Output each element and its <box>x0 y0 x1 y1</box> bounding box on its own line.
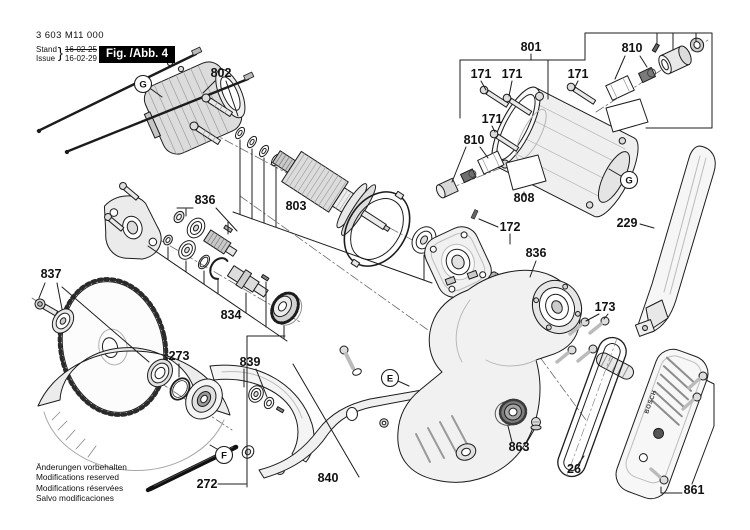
revision-date-new: 16-02-29 <box>64 53 97 63</box>
revision-brace: } <box>57 45 63 63</box>
ref-letter-circle <box>619 170 639 190</box>
brush-set-left <box>435 150 547 199</box>
part-label-836-11: 836 <box>195 193 216 207</box>
part-label-171-3: 171 <box>471 67 492 81</box>
ref-letter-circle <box>133 74 153 94</box>
screws-171 <box>479 82 597 152</box>
blade-bolt-837 <box>34 298 75 334</box>
issue-label: Issue <box>36 53 56 63</box>
legal-line-de: Änderungen vorbehalten <box>36 462 127 472</box>
part-label-803-9: 803 <box>286 199 307 213</box>
bearing-set-839 <box>248 385 285 414</box>
part-label-171-6: 171 <box>482 112 503 126</box>
leader-lines <box>38 32 715 494</box>
part-label-808-8: 808 <box>514 191 535 205</box>
part-label-837-14: 837 <box>41 267 62 281</box>
saw-blade <box>57 277 169 417</box>
revision-block: Stand Issue } 16-02-25 16-02-29 <box>36 45 104 63</box>
gear-arm-housing <box>397 269 583 483</box>
ref-letter-text: G <box>625 175 632 186</box>
gear-set-836 <box>173 210 238 257</box>
bearing-flange <box>103 195 162 260</box>
part-label-801-1: 801 <box>521 40 542 54</box>
brush-set-right <box>605 37 705 133</box>
screws-802 <box>189 93 234 145</box>
ref-letter-E-2: E <box>380 368 400 388</box>
part-label-863-19: 863 <box>509 440 530 454</box>
ref-letter-text: F <box>221 450 227 461</box>
legal-line-fr: Modifications réservées <box>36 482 124 493</box>
ref-letter-text: G <box>139 79 146 90</box>
ref-letter-G-1: G <box>619 170 639 190</box>
part-labels-layer: 802 801 810 171 171 171 171 810 808 803 172 836 836 2… <box>41 40 705 497</box>
field-stator <box>143 59 246 156</box>
ref-letter-text: E <box>387 373 393 384</box>
ref-letter-circle <box>380 368 400 388</box>
ref-letter-G-0: G <box>133 74 153 94</box>
part-label-272-22: 272 <box>197 477 218 491</box>
movable-blade-guard <box>37 347 285 475</box>
part-label-810-2: 810 <box>622 41 643 55</box>
drive-belt <box>557 336 627 478</box>
pulley-863 <box>494 398 528 426</box>
part-label-26-20: 26 <box>567 462 581 476</box>
part-label-810-7: 810 <box>464 133 485 147</box>
document-part-number: 3 603 M11 000 <box>36 30 104 41</box>
stand-label: Stand <box>36 45 57 54</box>
armature <box>272 150 391 236</box>
part-label-840-21: 840 <box>318 471 339 485</box>
part-label-172-10: 172 <box>500 220 521 234</box>
ref-letter-F-3: F <box>214 445 234 465</box>
ref-letters-layer: G G E F <box>133 74 639 465</box>
belt-cover-861 <box>615 348 709 500</box>
part-label-171-5: 171 <box>568 67 589 81</box>
spindle-set-834 <box>163 234 303 326</box>
pin-172 <box>470 209 479 220</box>
part-label-834-15: 834 <box>221 308 242 322</box>
part-label-836-12: 836 <box>526 246 547 260</box>
field-lead-wires <box>36 46 255 155</box>
part-label-229-13: 229 <box>617 216 638 230</box>
handle-lever-229 <box>634 145 716 337</box>
pulley-screw <box>530 417 542 431</box>
figure-label: Fig. /Abb. 4 <box>99 46 175 63</box>
inner-blade-flange <box>147 358 173 388</box>
part-label-273-17: 273 <box>169 349 190 363</box>
legal-line-en: Modifications reserved <box>36 472 120 483</box>
ref-letter-circle <box>214 445 234 465</box>
part-label-171-4: 171 <box>502 67 523 81</box>
legal-notice: Änderungen vorbehalten Modifications res… <box>36 462 127 504</box>
part-label-173-16: 173 <box>595 300 616 314</box>
part-label-802-0: 802 <box>211 66 232 80</box>
revision-date-old: 16-02-25 <box>64 45 97 54</box>
part-label-861-23: 861 <box>684 483 705 497</box>
air-baffle-ring <box>343 190 411 268</box>
inner-guard <box>209 364 315 463</box>
title-block: 3 603 M11 000 Stand Issue } 16-02-25 16-… <box>36 30 104 63</box>
part-label-839-18: 839 <box>240 355 261 369</box>
belt-cover-screws <box>649 371 708 485</box>
legal-line-es: Salvo modificaciones <box>36 493 114 504</box>
bearing-end-shield <box>424 226 492 298</box>
flange-screws <box>104 182 140 232</box>
